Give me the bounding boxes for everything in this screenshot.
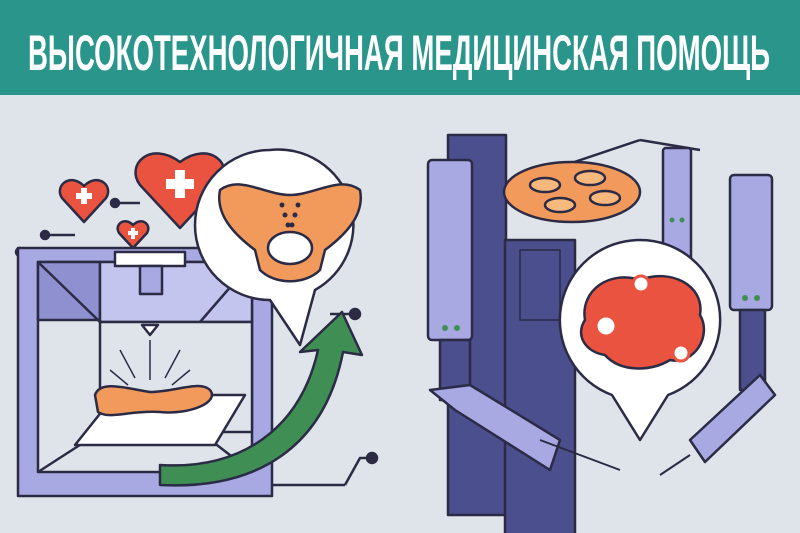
3d-printer [16,246,274,498]
illustration [14,133,777,533]
brain-bubble [558,238,722,442]
title-banner: ВЫСОКОТЕХНОЛОГИЧНАЯ МЕДИЦИНСКАЯ ПОМОЩЬ [0,0,800,95]
printed-bone [93,384,214,417]
arrow-icon [158,310,364,487]
page-title: ВЫСОКОТЕХНОЛОГИЧНАЯ МЕДИЦИНСКАЯ ПОМОЩЬ [28,25,770,81]
title-svg: ВЫСОКОТЕХНОЛОГИЧНАЯ МЕДИЦИНСКАЯ ПОМОЩЬ [28,25,770,81]
surgical-lamp [502,160,642,224]
brain-icon [579,274,706,370]
pelvis-bubble [193,148,363,347]
surgical-robot [426,133,777,533]
